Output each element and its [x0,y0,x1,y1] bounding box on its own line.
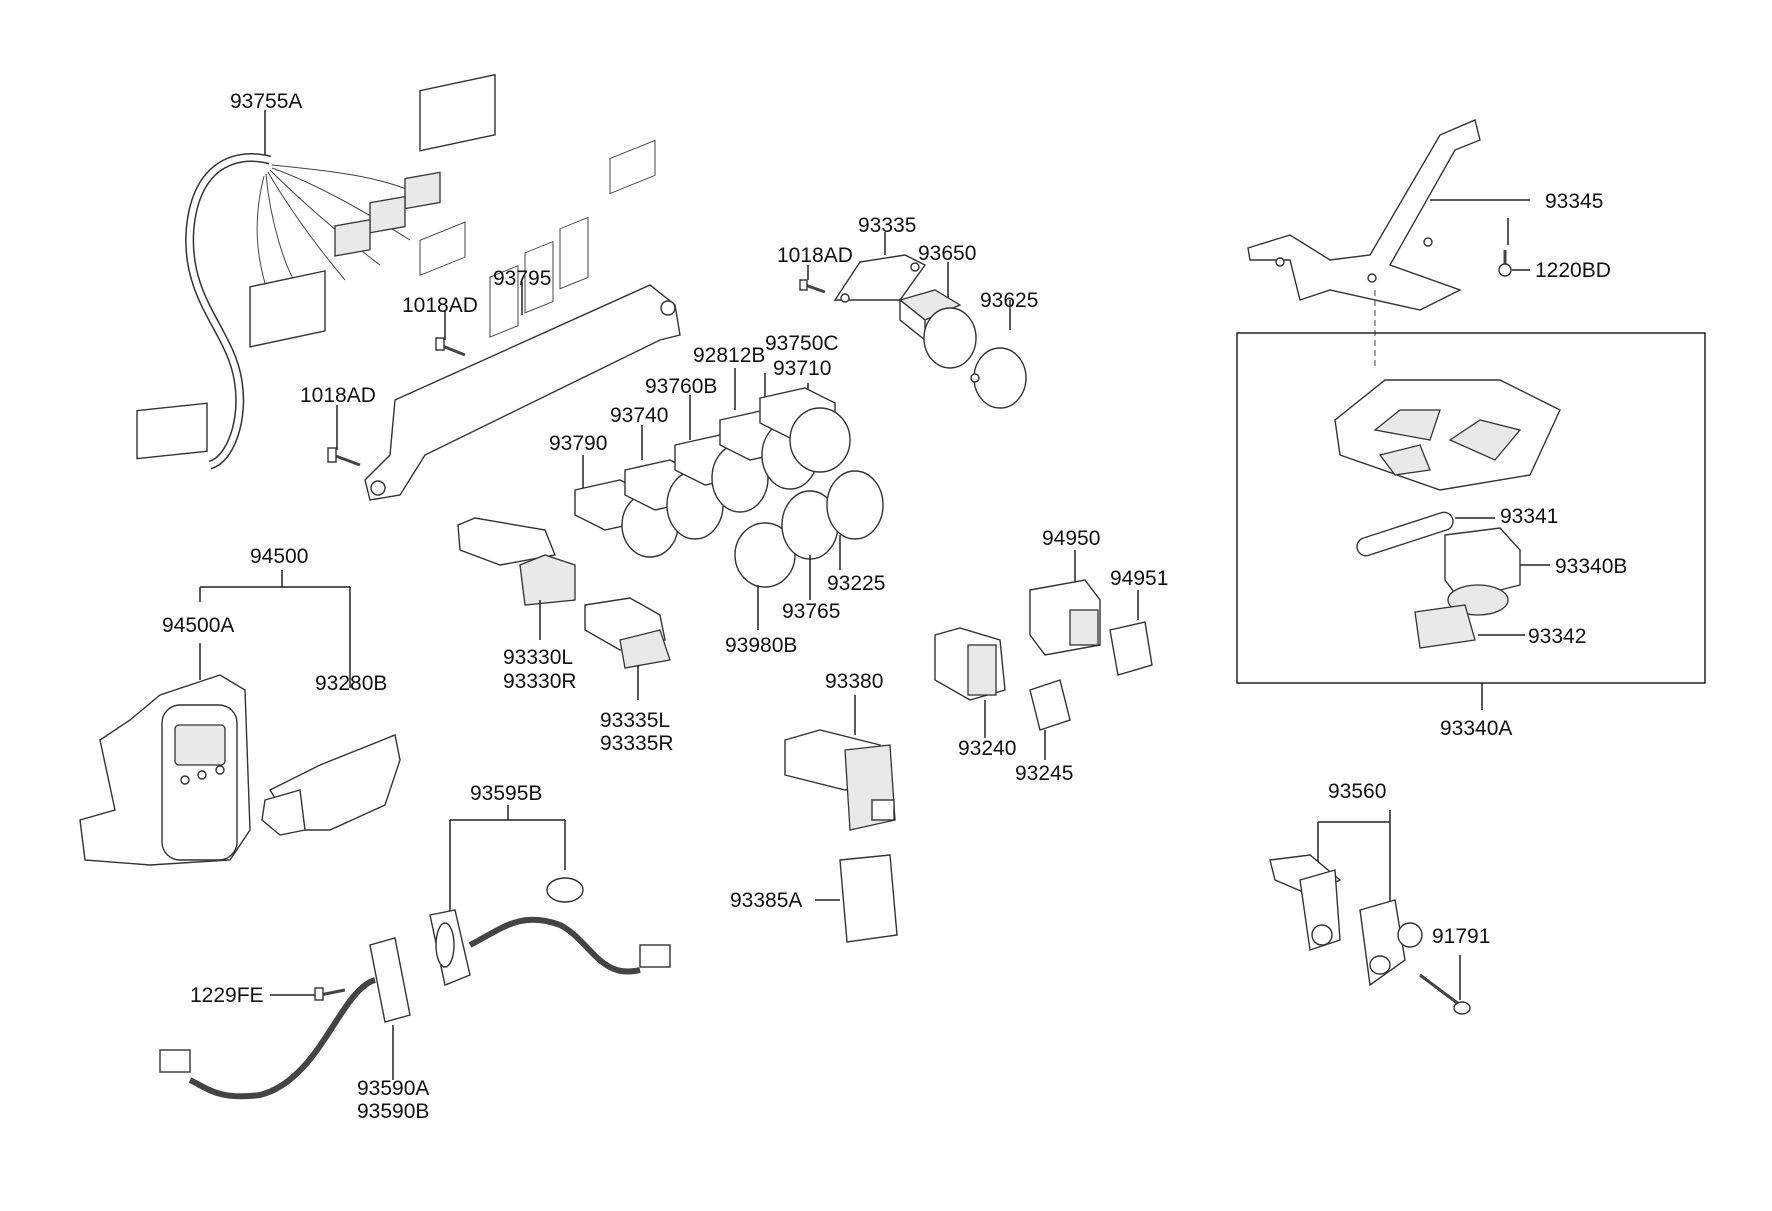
mount-bracket-drawing [1247,119,1530,370]
screw-drawing-a [435,310,466,357]
label-92812B: 92812B [693,344,765,367]
label-93740: 93740 [610,404,668,427]
label-93335L: 93335L [600,709,670,732]
label-94950: 94950 [1042,527,1100,550]
label-93765: 93765 [782,600,840,623]
switch-93245-drawing [1029,679,1071,760]
label-93340A: 93340A [1440,717,1512,740]
label-93330R: 93330R [503,670,577,693]
label-93750C: 93750C [765,332,839,355]
label-93345: 93345 [1545,190,1603,213]
label-93755A: 93755A [230,90,302,113]
label-93225: 93225 [827,572,885,595]
label-1018AD-b: 1018AD [300,384,376,407]
label-93385A: 93385A [730,889,802,912]
label-94500: 94500 [250,545,308,568]
switch-93380-drawing [784,695,896,831]
switch-knob-drawing [898,262,977,369]
label-93590B: 93590B [357,1100,429,1123]
label-93341: 93341 [1500,505,1558,528]
switch-93385-drawing [815,854,898,943]
label-93790: 93790 [549,432,607,455]
screw-drawing-b [327,405,361,467]
cable-assembly-drawing [159,805,671,1100]
lamp-assembly-box [1236,332,1706,710]
label-93760B: 93760B [645,375,717,398]
switch-93330-drawing [457,517,576,640]
label-91791: 91791 [1432,925,1490,948]
door-switch-drawing [1269,810,1471,1015]
switch-bracket-drawing [364,139,681,501]
label-93710: 93710 [773,357,831,380]
label-93590A: 93590A [357,1077,429,1100]
label-93330L: 93330L [503,646,573,669]
label-93245: 93245 [1015,762,1073,785]
label-93342: 93342 [1528,625,1586,648]
label-93280B: 93280B [315,672,387,695]
switch-94951-drawing [1109,590,1153,676]
console-group-drawing [79,570,401,866]
label-93240: 93240 [958,737,1016,760]
cap-drawing [970,300,1027,409]
label-94500A: 94500A [162,614,234,637]
label-93340B: 93340B [1555,555,1627,578]
switch-cluster-drawing [574,368,884,630]
label-93335R: 93335R [600,732,674,755]
label-93560: 93560 [1328,780,1386,803]
label-93980B: 93980B [725,634,797,657]
wiring-harness-drawing [136,73,496,470]
label-93795: 93795 [493,267,551,290]
label-1018AD-c: 1018AD [777,244,853,267]
label-1220BD: 1220BD [1535,259,1611,282]
label-1018AD-a: 1018AD [402,294,478,317]
label-1229FE: 1229FE [190,984,264,1007]
switch-93335-drawing [584,597,671,700]
label-93625: 93625 [980,289,1038,312]
screw-drawing-c [799,265,826,294]
switch-94950-drawing [1029,550,1101,656]
label-93595B: 93595B [470,782,542,805]
label-93380: 93380 [825,670,883,693]
label-93335: 93335 [858,214,916,237]
switch-93240-drawing [934,627,1006,738]
small-plate-drawing [833,232,927,303]
label-93650: 93650 [918,242,976,265]
label-94951: 94951 [1110,567,1168,590]
